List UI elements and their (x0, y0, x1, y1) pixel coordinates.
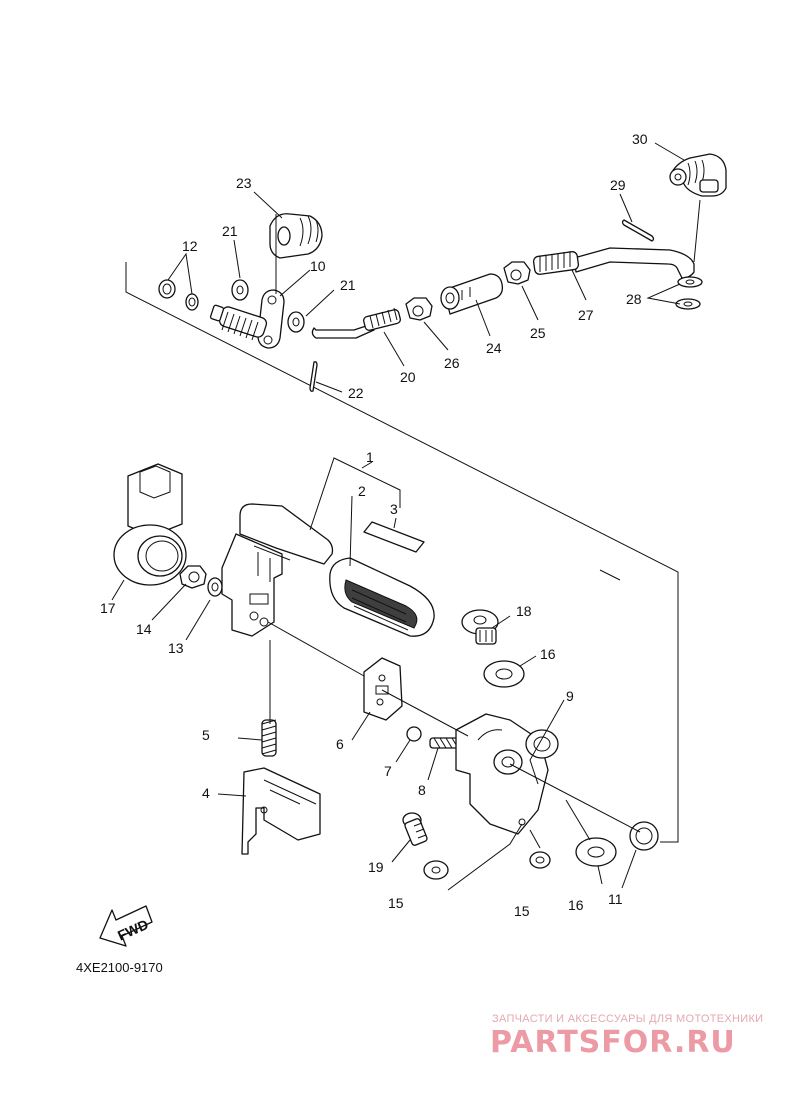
part-29-cotter-pin (621, 219, 655, 242)
part-20-threaded-rod (311, 307, 401, 339)
part-13-washer (207, 577, 223, 597)
callout-17: 17 (100, 600, 116, 616)
assembly-boundary (125, 262, 679, 843)
callout-5: 5 (202, 727, 210, 743)
part-22-cotter-pin (309, 361, 318, 392)
callout-1: 1 (366, 449, 374, 465)
part-2-grip (329, 557, 435, 637)
part-23-boot (269, 213, 323, 259)
callout-7: 7 (384, 763, 392, 779)
part-24-sleeve (440, 273, 504, 315)
part-11-ring (629, 821, 659, 851)
callout-23: 23 (236, 175, 252, 191)
part-18-bolt (461, 609, 499, 645)
part-10-lever (209, 289, 285, 349)
callout-21a: 21 (222, 223, 238, 239)
callout-16a: 16 (540, 646, 556, 662)
part-25-nut (503, 261, 531, 285)
part-3-decal (363, 521, 425, 553)
part-27-shift-rod (532, 247, 695, 279)
part-21-washers (231, 279, 305, 333)
callout-14: 14 (136, 621, 152, 637)
callout-8: 8 (418, 782, 426, 798)
callout-10: 10 (310, 258, 326, 274)
callout-numbers: 30 29 28 27 25 24 26 20 22 21 10 21 23 1… (100, 131, 648, 919)
callout-15b: 15 (514, 903, 530, 919)
part-15-washer-right (529, 851, 551, 869)
watermark-tagline: ЗАПЧАСТИ И АКСЕССУАРЫ ДЛЯ МОТОТЕХНИКИ (492, 1013, 763, 1025)
callout-12: 12 (182, 238, 198, 254)
part-1-handle (221, 503, 334, 637)
part-19-bolt (402, 812, 428, 846)
fwd-arrow-icon: FWD (99, 905, 153, 947)
callout-6: 6 (336, 736, 344, 752)
callout-28: 28 (626, 291, 642, 307)
callout-27: 27 (578, 307, 594, 323)
part-4-slider (241, 767, 321, 855)
part-17-collar (113, 463, 187, 586)
part-7-ball (406, 726, 422, 742)
callout-24: 24 (486, 340, 502, 356)
callout-19: 19 (368, 859, 384, 875)
callout-18: 18 (516, 603, 532, 619)
part-5-spring (261, 719, 277, 757)
part-12-rings (158, 279, 199, 311)
callout-21b: 21 (340, 277, 356, 293)
part-6-plate (363, 657, 403, 721)
callout-25: 25 (530, 325, 546, 341)
callout-29: 29 (610, 177, 626, 193)
part-16-washer-bottom (575, 837, 617, 867)
callout-4: 4 (202, 785, 210, 801)
callout-9: 9 (566, 688, 574, 704)
part-16-washer-top (483, 660, 525, 688)
drawing-code: 4XE2100-9170 (76, 960, 163, 975)
part-30-boot (669, 153, 727, 197)
callout-15a: 15 (388, 895, 404, 911)
callout-22: 22 (348, 385, 364, 401)
part-28-washers (675, 276, 703, 310)
callout-3: 3 (390, 501, 398, 517)
callout-30: 30 (632, 131, 648, 147)
part-15-washer-left (423, 860, 449, 880)
watermark-brand: PARTSFOR.RU (490, 1025, 736, 1060)
part-9-bracket (455, 713, 559, 835)
callout-26: 26 (444, 355, 460, 371)
part-26-nut (405, 297, 433, 321)
callout-2: 2 (358, 483, 366, 499)
callout-13: 13 (168, 640, 184, 656)
part-14-nut (179, 565, 207, 589)
callout-20: 20 (400, 369, 416, 385)
callout-11: 11 (608, 891, 623, 907)
leader-lines (111, 142, 701, 891)
callout-16b: 16 (568, 897, 584, 913)
